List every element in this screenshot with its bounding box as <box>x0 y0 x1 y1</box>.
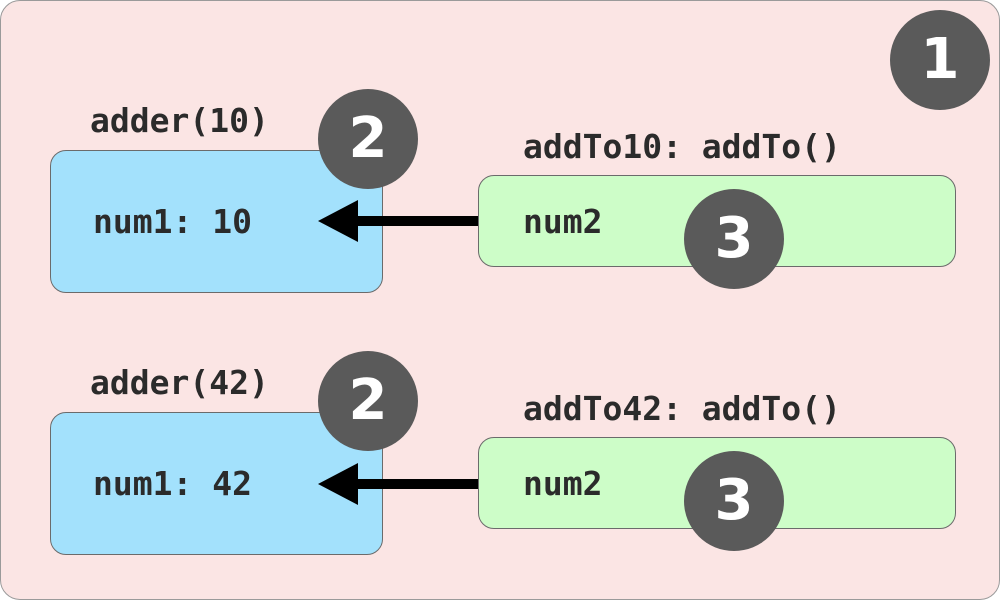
arrow-left <box>318 200 478 242</box>
adder-call-label: adder(42) <box>90 363 269 402</box>
step-badge-3: 3 <box>684 189 784 289</box>
num2-variable: num2 <box>523 202 603 241</box>
step-badge-1: 1 <box>890 10 990 110</box>
adder-call-label: adder(10) <box>90 101 269 140</box>
arrow-left <box>318 463 478 505</box>
num1-variable: num1: 42 <box>93 464 252 503</box>
closure-label: addTo42: addTo() <box>523 389 841 428</box>
step-badge-2: 2 <box>318 89 418 189</box>
closure-label: addTo10: addTo() <box>523 127 841 166</box>
num2-variable: num2 <box>523 464 603 503</box>
num1-variable: num1: 10 <box>93 202 252 241</box>
step-badge-2: 2 <box>318 351 418 451</box>
step-badge-3: 3 <box>684 451 784 551</box>
